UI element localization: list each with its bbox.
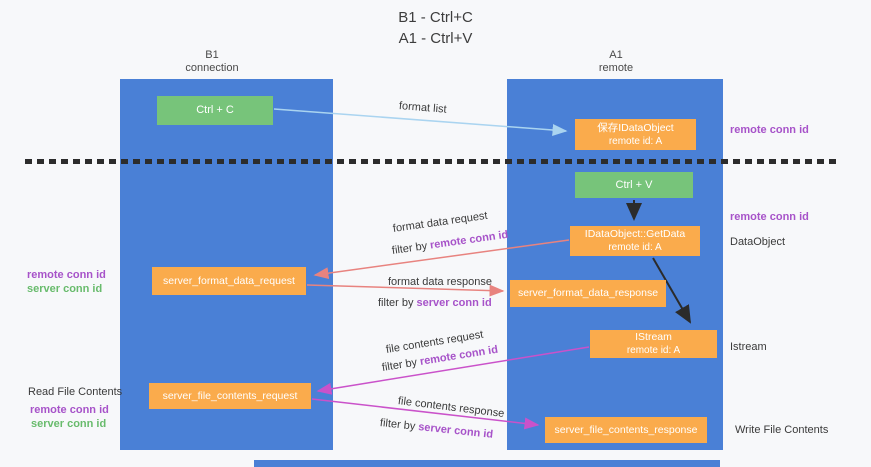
label-filter-remote-conn-id-1: filter byremote conn id [391, 229, 509, 257]
box-idataobject-getdata: IDataObject::GetData remote id: A [570, 226, 700, 256]
label-dataobject: DataObject [730, 236, 786, 248]
label-left-remote-conn-id-1: remote conn id [27, 269, 106, 281]
lane-left-header: B1 connection [152, 49, 272, 75]
diagram-title: B1 - Ctrl+C A1 - Ctrl+V [0, 7, 871, 49]
label-right-remote-conn-id-mid: remote conn id [730, 211, 809, 223]
partial-bottom-box [254, 460, 720, 467]
box-ctrl-c-label: Ctrl + C [196, 104, 234, 116]
filter-key-remote-1: remote conn id [429, 228, 510, 252]
box-file-request-label: server_file_contents_request [162, 389, 298, 402]
box-server-file-contents-response: server_file_contents_response [545, 417, 707, 443]
label-write-file-contents: Write File Contents [735, 424, 829, 436]
box-format-response-label: server_format_data_response [517, 287, 659, 299]
label-read-file-contents: Read File Contents [28, 386, 123, 398]
filter-prefix-1: filter by [391, 240, 428, 257]
box-format-request-label: server_format_data_request [163, 274, 295, 287]
label-left-server-conn-id-2: server conn id [31, 418, 107, 430]
box-ctrl-v: Ctrl + V [575, 172, 693, 198]
box-istream-subtitle: remote id: A [626, 345, 681, 356]
filter-key-server-1: server conn id [416, 297, 492, 309]
lane-left-role: connection [185, 62, 239, 74]
filter-key-server-2: server conn id [417, 421, 494, 441]
box-istream: IStream remote id: A [590, 330, 717, 358]
box-getdata-title: IDataObject::GetData [584, 228, 686, 240]
box-server-file-contents-request: server_file_contents_request [149, 383, 311, 409]
box-ctrl-c: Ctrl + C [157, 96, 273, 125]
title-line-2: A1 - Ctrl+V [398, 30, 473, 47]
label-right-remote-conn-id-top: remote conn id [730, 124, 809, 136]
label-format-data-response: format data response [388, 276, 492, 288]
box-save-idataobject: 保存IDataObject remote id: A [575, 119, 696, 150]
title-line-1: B1 - Ctrl+C [398, 9, 473, 26]
lane-right-name: A1 [609, 49, 623, 61]
box-server-format-data-request: server_format_data_request [152, 267, 306, 295]
label-istream: Istream [730, 341, 767, 353]
lane-right-header: A1 remote [556, 49, 676, 75]
box-save-idataobject-title: 保存IDataObject [597, 121, 674, 134]
label-file-contents-response: file contents response [397, 395, 505, 420]
lane-right-role: remote [598, 62, 634, 74]
label-left-remote-conn-id-2: remote conn id [30, 404, 109, 416]
filter-prefix-4: filter by [379, 417, 416, 433]
box-file-response-label: server_file_contents_response [554, 423, 698, 436]
box-istream-title: IStream [635, 331, 672, 343]
label-format-data-request: format data request [392, 209, 489, 235]
filter-prefix-3: filter by [381, 356, 418, 374]
box-ctrl-v-label: Ctrl + V [615, 178, 653, 191]
box-save-idataobject-subtitle: remote id: A [608, 135, 663, 147]
filter-prefix-2: filter by [378, 297, 414, 309]
box-getdata-subtitle: remote id: A [608, 242, 662, 253]
lane-left-name: B1 [205, 49, 219, 61]
divider-dashed-line [25, 159, 836, 164]
box-server-format-data-response: server_format_data_response [510, 280, 666, 307]
label-left-server-conn-id-1: server conn id [27, 283, 103, 295]
label-format-list: format list [398, 100, 448, 116]
